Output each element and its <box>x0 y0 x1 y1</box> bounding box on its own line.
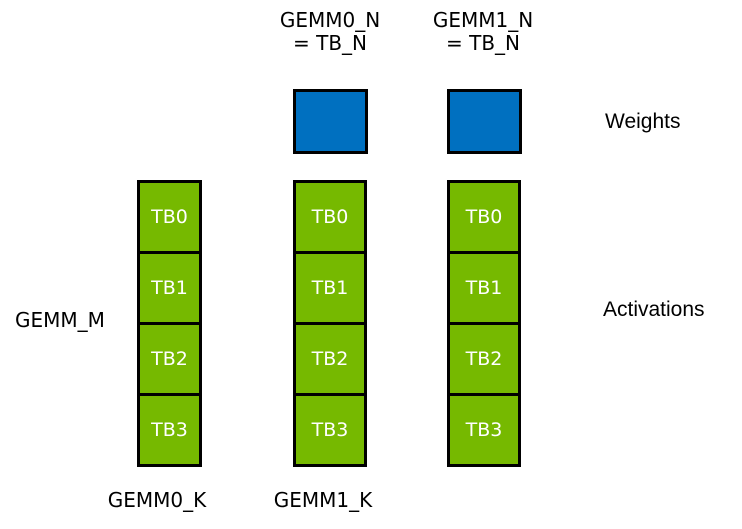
tb-cell: TB0 <box>447 180 521 254</box>
gemm1-k-label: GEMM1_K <box>273 488 373 512</box>
tb-cell: TB1 <box>137 251 202 325</box>
gemm0-n-header: GEMM0_N = TB_N <box>280 9 380 55</box>
gemm1-n-header-line1: GEMM1_N <box>432 8 534 32</box>
activations-column-3: TB0 TB1 TB2 TB3 <box>447 180 521 467</box>
gemm0-n-header-line2: = TB_N <box>292 31 367 55</box>
tb-cell: TB1 <box>447 251 521 325</box>
activations-column-2: TB0 TB1 TB2 TB3 <box>293 180 367 467</box>
tb-cell: TB0 <box>137 180 202 254</box>
gemm1-n-header-line2: = TB_N <box>445 31 520 55</box>
tb-cell: TB3 <box>137 393 202 467</box>
gemm1-n-header: GEMM1_N = TB_N <box>433 9 533 55</box>
gemm0-n-header-line1: GEMM0_N <box>279 8 381 32</box>
tb-cell: TB1 <box>293 251 367 325</box>
gemm0-k-label: GEMM0_K <box>107 488 207 512</box>
activations-column-1: TB0 TB1 TB2 TB3 <box>137 180 202 467</box>
tb-cell: TB2 <box>447 322 521 396</box>
gemm-m-label: GEMM_M <box>15 308 105 332</box>
weights-box-gemm1 <box>447 89 522 154</box>
weights-label: Weights <box>605 110 681 133</box>
tb-cell: TB3 <box>447 393 521 467</box>
weights-box-gemm0 <box>293 89 368 154</box>
tb-cell: TB3 <box>293 393 367 467</box>
tb-cell: TB2 <box>293 322 367 396</box>
tb-cell: TB0 <box>293 180 367 254</box>
tb-cell: TB2 <box>137 322 202 396</box>
activations-label: Activations <box>603 298 705 321</box>
